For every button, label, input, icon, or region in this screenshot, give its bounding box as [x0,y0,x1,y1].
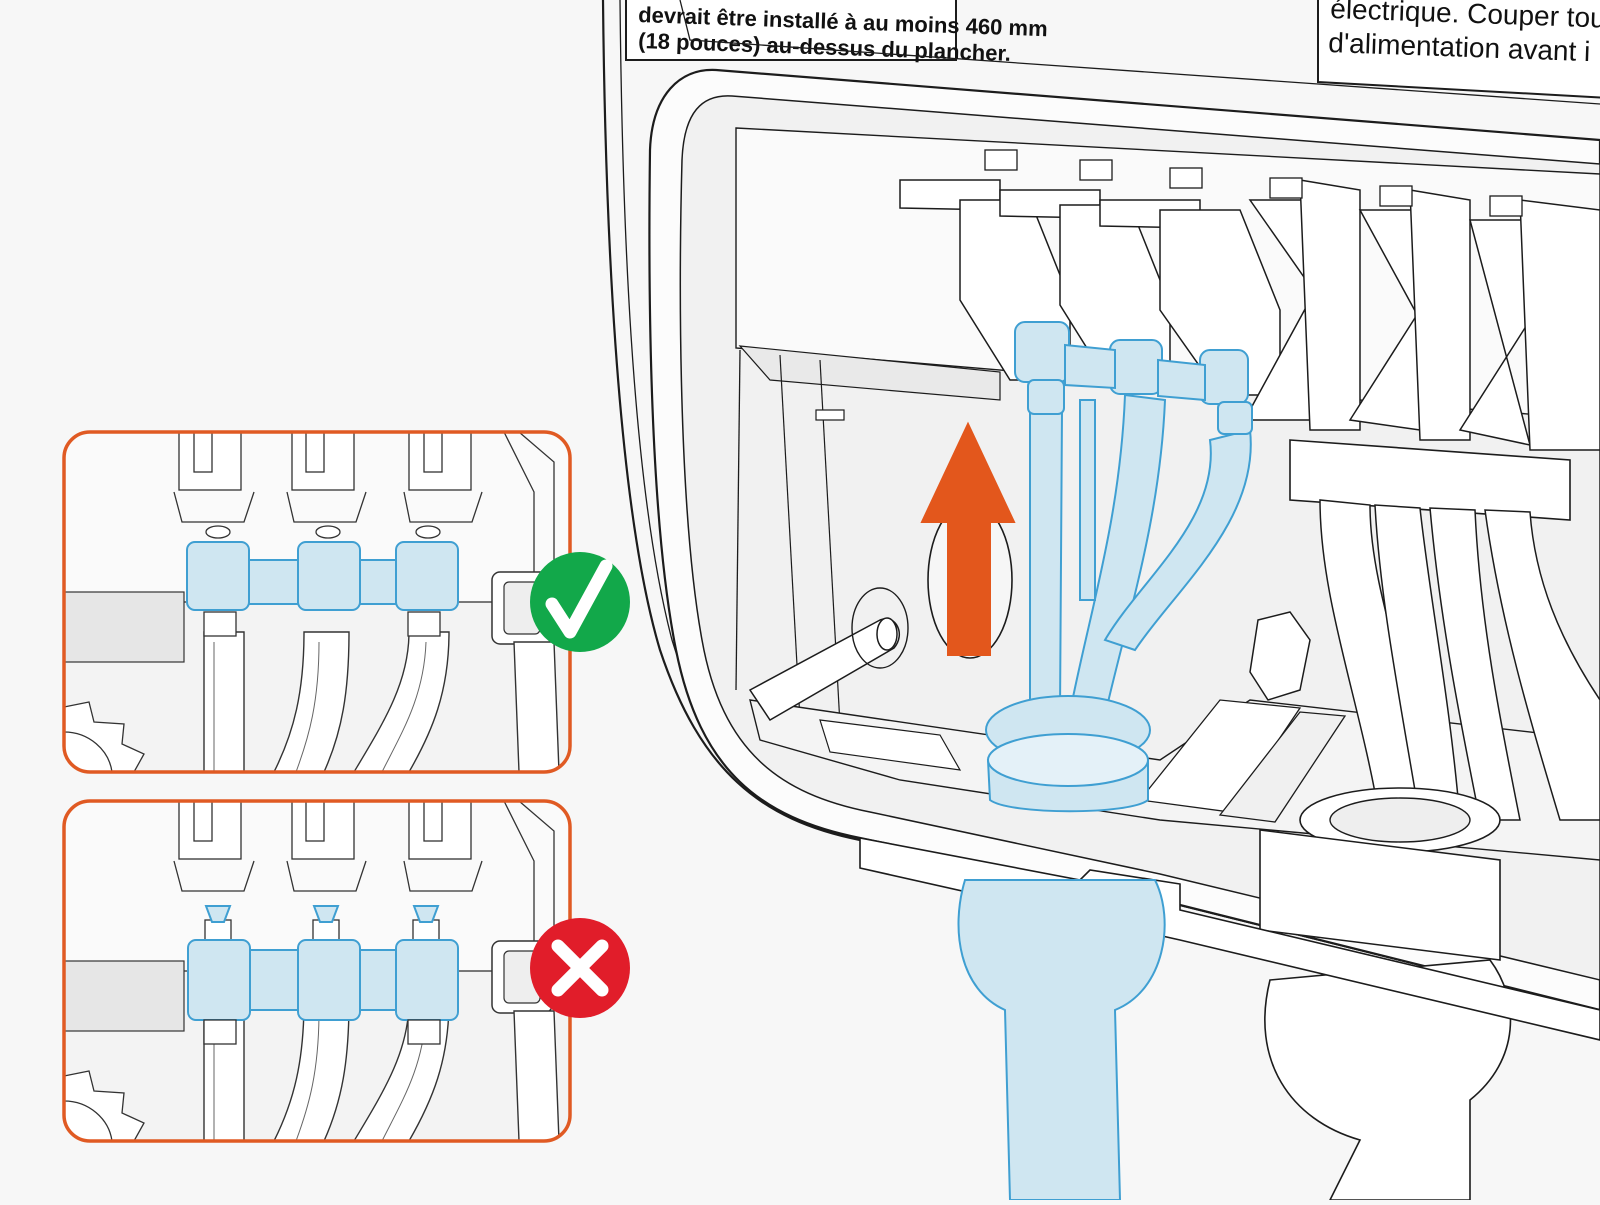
cross-icon [551,939,609,997]
highlighted-cable [957,321,1253,1200]
inset-correct-connector [186,541,459,611]
left-label-box [625,0,957,61]
inset-incorrect [62,799,630,1143]
inset-correct [62,430,630,774]
right-label-box [1317,0,1600,99]
arrow-up-icon [920,421,1016,656]
checkmark-icon [545,559,613,639]
panel-illustration: devrait être installé à au moins 460 mm … [580,0,1600,1200]
inset-incorrect-connector [187,905,459,1021]
